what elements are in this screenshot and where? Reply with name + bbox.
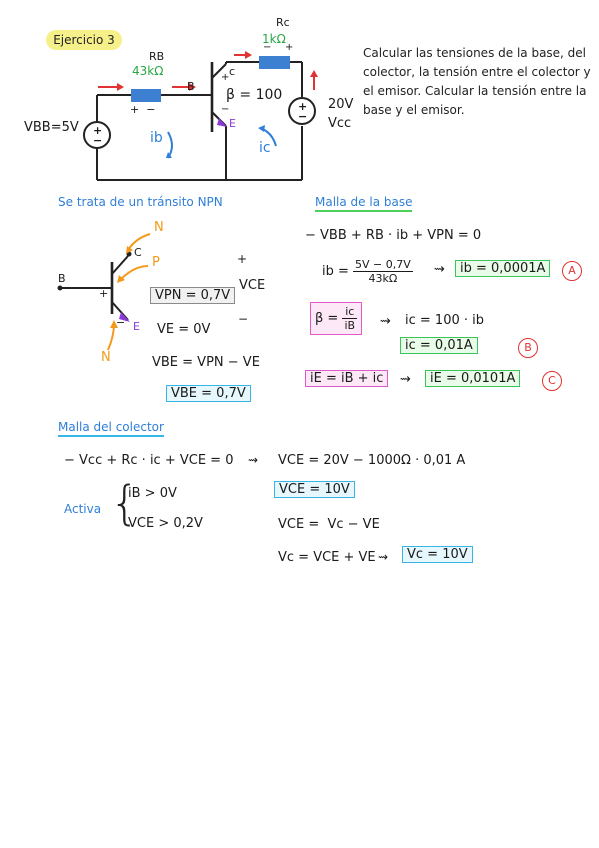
vce-plus: + [237,252,248,266]
npn-base-label: B [58,272,66,285]
arrow-ie: ⇝ [400,372,411,387]
npn-base-plus: + [99,287,109,300]
ib-result-box: ib = 0,0001A [455,260,551,277]
ib-fraction-equation: ib = 5V − 0,7V 43kΩ [322,258,413,285]
vc-result-box: Vc = 10V [402,546,473,563]
problem-statement: Calcular las tensiones de la base, del c… [363,46,591,117]
npn-diagram [57,233,151,351]
resistor-rc [259,56,290,69]
label-b-circle: B [518,338,538,358]
rc-minus: − [263,42,272,53]
vce-calculation: VCE = 20V − 1000Ω · 0,01 A [278,453,466,468]
npn-n-top-label: N [154,220,164,235]
npn-n-bottom-label: N [101,350,111,365]
ve-equation: VE = 0V [157,322,211,337]
ic-result-box: ic = 0,01A [400,337,478,354]
arrow-vce: ⇝ [248,453,259,467]
ib-denominator: 43kΩ [368,272,398,285]
vce-label: VCE [239,278,266,293]
rb-name: RB [149,50,165,63]
beta-denominator: iB [344,319,356,332]
arrow-ic: ⇝ [380,314,391,329]
ib-lhs: ib = [322,264,349,279]
npn-heading: Se trata de un tránsito NPN [58,195,223,209]
base-node-label: B [187,80,195,93]
rb-polarity: + − [130,103,156,116]
beta-label: β = 100 [226,87,283,103]
transistor-minus: − [221,104,230,115]
rc-name: Rc [276,16,290,29]
ie-box: iE = iB + ic [305,370,389,387]
resistor-rb [131,89,161,102]
npn-p-label: P [152,255,160,270]
npn-emitter-minus: − [116,316,126,329]
rc-plus: + [285,42,294,53]
active-region-label: Activa [64,502,102,516]
ic-equation: ic = 100 · ib [405,313,484,328]
beta-numerator: ic [342,305,358,319]
condition-vce: VCE > 0,2V [128,516,203,531]
vpn-box: VPN = 0,7V [150,287,236,304]
ib-current-label: ib [150,130,163,146]
rc-value: 1kΩ [262,32,286,46]
vbb-minus: − [93,134,103,147]
condition-ib: iB > 0V [128,486,177,501]
ib-numerator: 5V − 0,7V [353,258,413,272]
vce-result-box: VCE = 10V [274,481,355,498]
vce-definition: VCE = Vc − VE [278,517,380,532]
vcc-name: Vcc [328,116,352,131]
vbb-label: VBB=5V [24,120,79,135]
vbe-equation: VBE = VPN − VE [152,355,260,370]
vcc-value: 20V [328,97,354,112]
circuit-diagram [83,51,318,181]
ie-result-box: iE = 0,0101A [425,370,521,387]
base-mesh-equation: − VBB + RB · ib + VPN = 0 [305,228,482,243]
emitter-node-label: E [229,117,236,130]
rb-value: 43kΩ [132,64,164,78]
label-a-circle: A [562,261,582,281]
beta-fraction: ic iB [342,305,358,332]
ib-fraction: 5V − 0,7V 43kΩ [353,258,413,285]
collector-mesh-heading: Malla del colector [58,420,164,437]
vcc-plus: + [298,100,308,113]
collector-node-label: c [229,65,236,78]
source-vbb [83,121,111,149]
npn-emitter-label: E [133,320,140,333]
exercise-title: Ejercicio 3 [46,30,122,50]
arrow-ib: ⇝ [434,262,445,277]
beta-box: β = ic iB [310,302,363,335]
emitter-arrow [217,118,227,127]
npn-collector-label: C [134,246,142,259]
vbb-plus: + [93,124,103,137]
transistor-plus: + [221,72,230,83]
beta-lhs: β = [315,311,339,326]
collector-mesh-equation: − Vcc + Rc · ic + VCE = 0 [64,453,234,468]
arrow-vc: ⇝ [378,550,389,564]
ic-current-label: ic [259,140,271,156]
vc-equation: Vc = VCE + VE [278,550,376,565]
source-vcc [288,97,316,125]
brace: { [110,476,140,530]
vce-minus: − [238,312,249,326]
base-mesh-heading: Malla de la base [315,195,413,212]
vcc-minus: − [298,110,308,123]
vbe-result-box: VBE = 0,7V [166,385,251,402]
label-c-circle: C [542,371,562,391]
